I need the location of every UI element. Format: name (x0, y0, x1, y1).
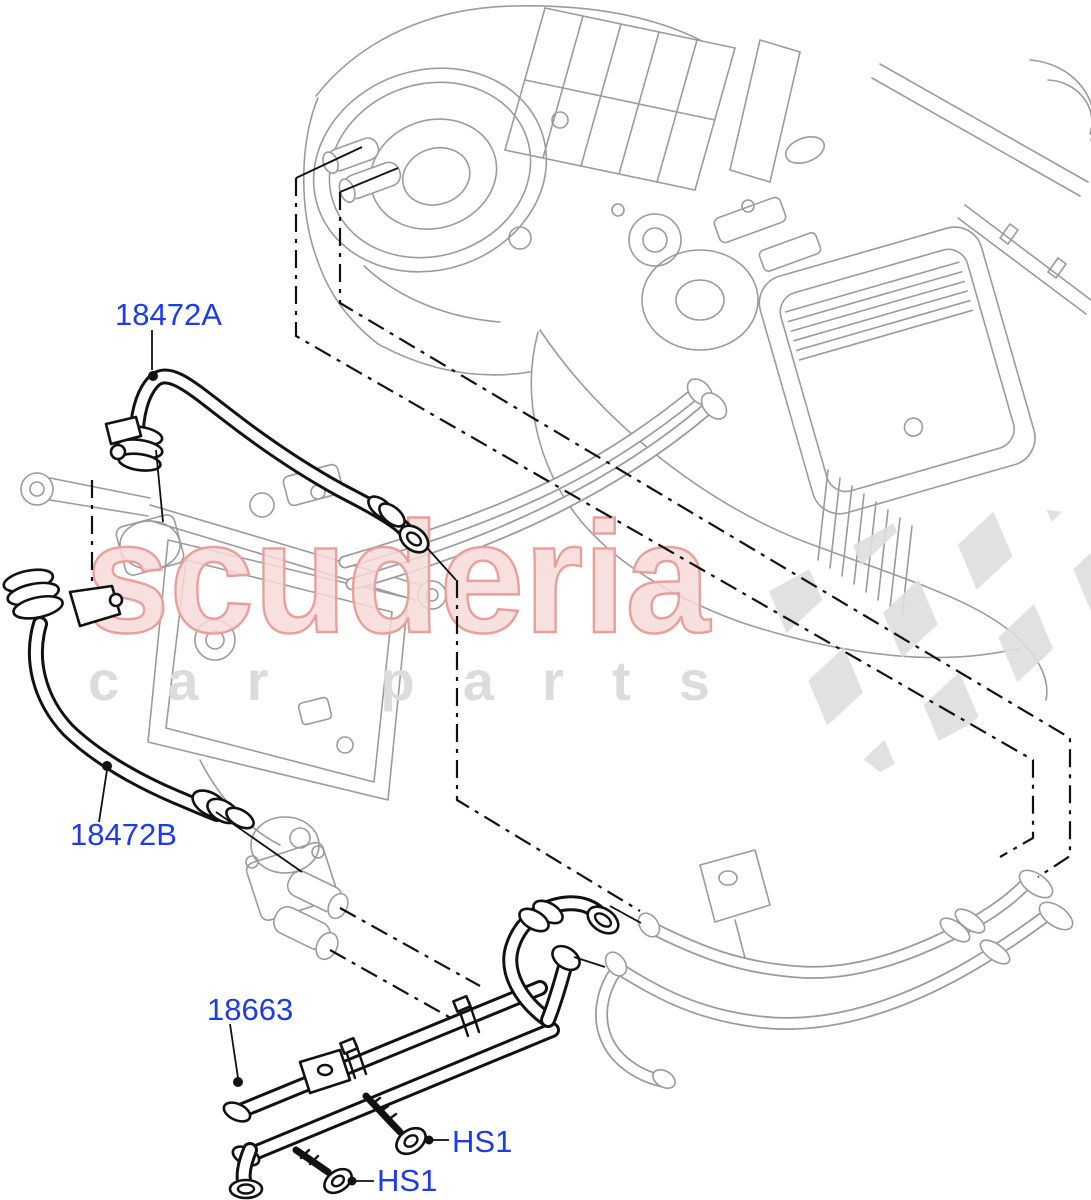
screw-hs1-upper (362, 1092, 427, 1156)
leader-dot-18663 (233, 1077, 243, 1087)
checkered-flag-watermark (762, 498, 1091, 772)
leader-lines (98, 330, 449, 1186)
leader-dot-hs1-upper (424, 1135, 434, 1145)
part-label-hs1-upper[interactable]: HS1 (452, 1124, 512, 1159)
screw-hs1-lower (292, 1146, 353, 1195)
leader-dot-hs1-lower (347, 1176, 357, 1186)
leader-dot-18472a (148, 371, 158, 381)
part-label-hs1-lower[interactable]: HS1 (377, 1163, 437, 1198)
part-label-18472b[interactable]: 18472B (70, 817, 177, 852)
callout-hoses-art (2, 368, 642, 1200)
part-label-18472a[interactable]: 18472A (115, 297, 222, 332)
part-labels: 18472A 18472B 18663 HS1 HS1 (70, 297, 512, 1198)
leader-dot-18472b (102, 761, 112, 771)
projection-lines (90, 146, 1072, 1027)
heater-hose-18472B (2, 568, 303, 873)
watermark-tagline-text: car parts (88, 649, 710, 712)
heater-pipe-assembly-18663 (222, 895, 642, 1200)
watermark: scuderia car parts (84, 489, 1091, 772)
part-label-18663[interactable]: 18663 (207, 992, 293, 1027)
heater-hose-18472A (104, 368, 430, 554)
